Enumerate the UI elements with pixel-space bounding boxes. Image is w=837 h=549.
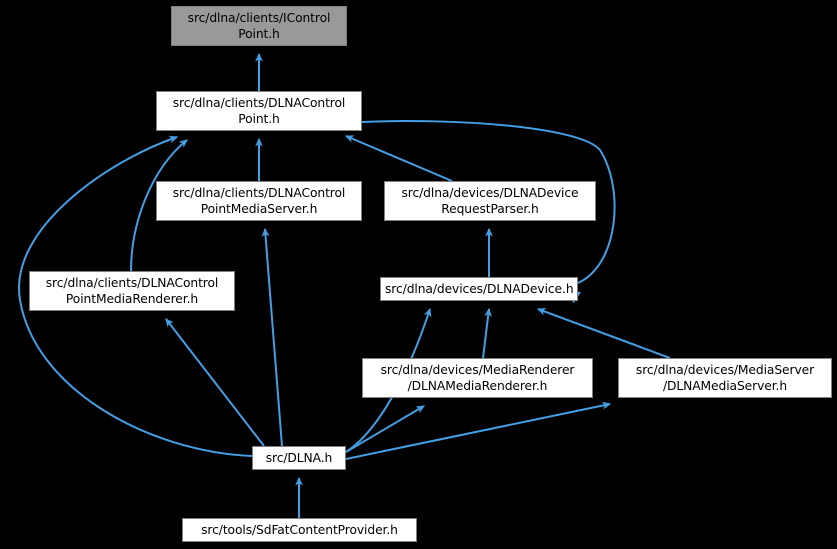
node-label: src/dlna/devices/DLNADevice.h <box>385 282 574 296</box>
node-label: src/dlna/devices/MediaServer /DLNAMediaS… <box>635 363 815 393</box>
node-dlnamediaserver[interactable]: src/dlna/devices/MediaServer /DLNAMediaS… <box>618 358 832 398</box>
edge-dlna-to-mediarendererclient <box>165 318 265 447</box>
node-dlnamediarenderer[interactable]: src/dlna/devices/MediaRenderer /DLNAMedi… <box>362 358 593 398</box>
node-label: src/DLNA.h <box>265 451 333 465</box>
node-icontrolpoint[interactable]: src/dlna/clients/IControl Point.h <box>171 6 347 46</box>
node-label: src/dlna/devices/MediaRenderer /DLNAMedi… <box>380 363 575 393</box>
node-label: src/dlna/clients/DLNAControl PointMediaR… <box>45 276 219 306</box>
edge-dlna-to-dlnacontrolpoint <box>18 135 253 457</box>
node-label: src/dlna/devices/DLNADevice RequestParse… <box>401 186 579 216</box>
node-label: src/dlna/clients/DLNAControl PointMediaS… <box>172 186 346 216</box>
edge-requestparser-to-dlnacontrolpoint <box>344 135 453 182</box>
edge-mediarenderer-to-dlnadevice <box>482 307 492 359</box>
edge-dlna-to-mediaserver <box>345 401 612 460</box>
edge-dlnadevice-to-dlnacontrolpoint <box>362 120 616 284</box>
node-dlna[interactable]: src/DLNA.h <box>252 446 346 470</box>
node-dlnacontrolpoint[interactable]: src/dlna/clients/DLNAControl Point.h <box>156 91 362 131</box>
node-dlnacontrolpointmediarenderer[interactable]: src/dlna/clients/DLNAControl PointMediaR… <box>29 271 235 311</box>
node-dlnacontrolpointmediaserver[interactable]: src/dlna/clients/DLNAControl PointMediaS… <box>156 181 362 221</box>
node-dlnadevice[interactable]: src/dlna/devices/DLNADevice.h <box>380 277 578 301</box>
node-label: src/dlna/clients/IControl Point.h <box>187 11 331 41</box>
edge-mediaserver-to-dlnadevice <box>536 307 671 359</box>
edge-dlna-to-mediarenderer <box>345 405 425 453</box>
node-sdfatcontentprovider[interactable]: src/tools/SdFatContentProvider.h <box>182 518 417 542</box>
node-dlnadevicerequestparser[interactable]: src/dlna/devices/DLNADevice RequestParse… <box>384 181 596 221</box>
node-label: src/tools/SdFatContentProvider.h <box>201 523 398 537</box>
edge-dlna-to-mediaserverclient <box>261 227 283 447</box>
edge-mediarendererclient-to-dlnacontrolpoint <box>130 139 188 272</box>
node-label: src/dlna/clients/DLNAControl Point.h <box>172 96 346 126</box>
